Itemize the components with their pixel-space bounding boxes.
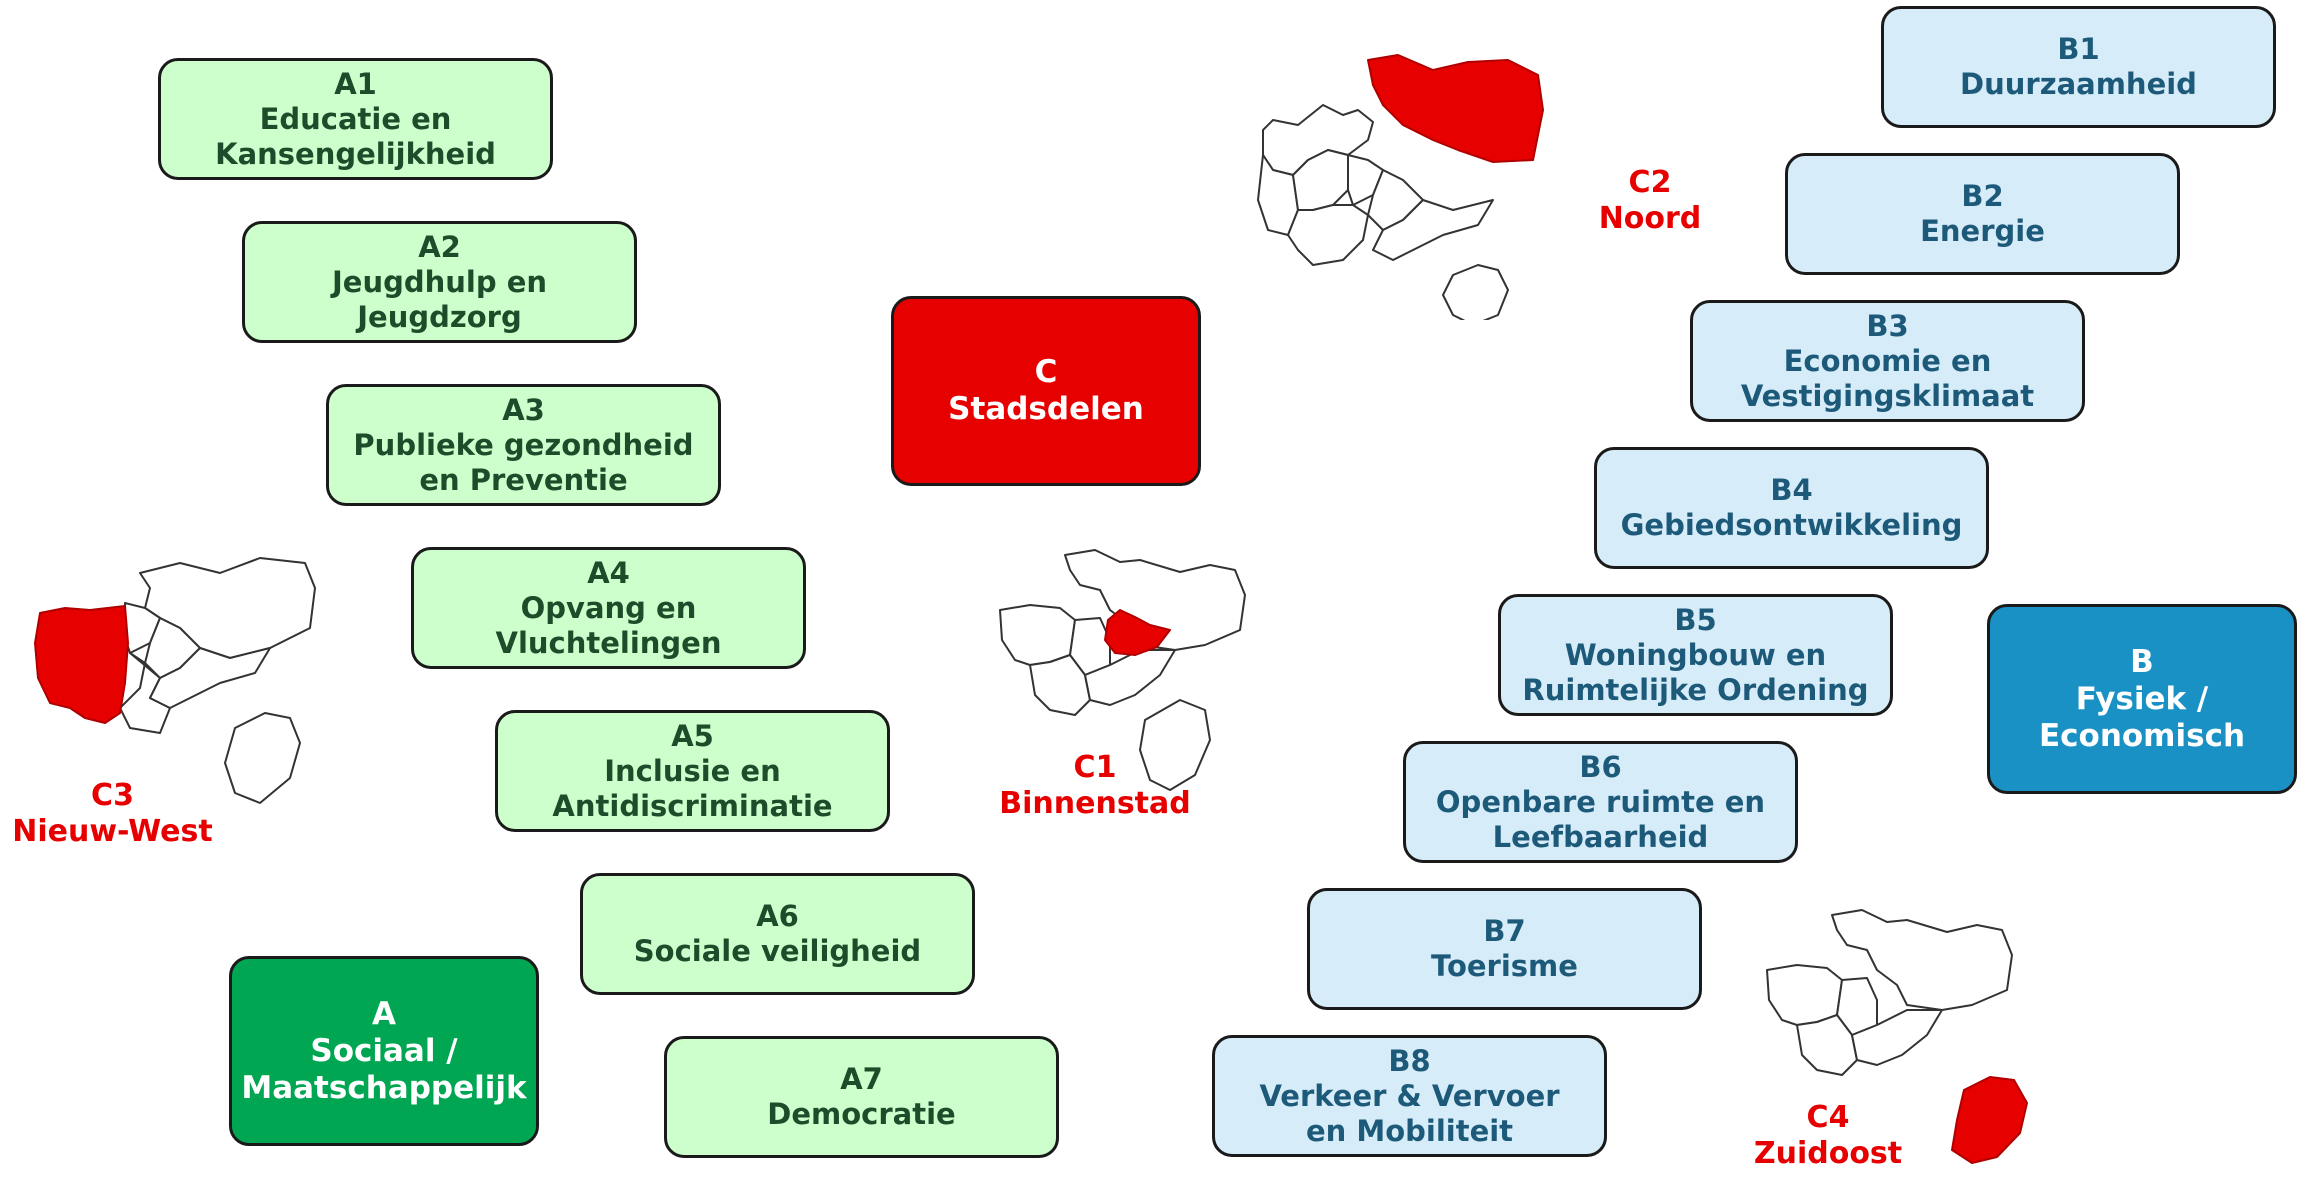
map-noord: [1257, 54, 1544, 320]
topic-b4[interactable]: B4 Gebiedsontwikkeling: [1594, 447, 1989, 569]
topic-code: A5: [671, 718, 714, 753]
category-label: Maatschappelijk: [241, 1069, 527, 1106]
topic-label: Leefbaarheid: [1492, 819, 1709, 854]
topic-label: Opvang en: [520, 590, 697, 625]
category-b[interactable]: B Fysiek / Economisch: [1987, 604, 2297, 794]
map-label-zuidoost: C4 Zuidoost: [1728, 1100, 1928, 1172]
district-binnenstad-highlight: [1104, 609, 1171, 656]
topic-label: Gebiedsontwikkeling: [1620, 508, 1963, 542]
topic-b3[interactable]: B3 Economie en Vestigingsklimaat: [1690, 300, 2085, 422]
topic-a4[interactable]: A4 Opvang en Vluchtelingen: [411, 547, 806, 669]
district-nieuw-west-highlight: [34, 605, 129, 724]
topic-label: Ruimtelijke Ordening: [1522, 672, 1869, 707]
topic-label: Publieke gezondheid: [353, 427, 694, 462]
category-code: A: [372, 995, 396, 1032]
map-label-nieuw-west: C3 Nieuw-West: [5, 778, 220, 850]
topic-label: Vestigingsklimaat: [1740, 378, 2035, 413]
topic-label: Sociale veiligheid: [633, 934, 922, 968]
topic-label: en Mobiliteit: [1305, 1113, 1514, 1148]
map-nieuw-west: [34, 557, 316, 804]
category-label: Sociaal /: [310, 1032, 458, 1069]
topic-label: Educatie en: [259, 101, 452, 136]
topic-label: en Preventie: [419, 462, 628, 497]
topic-code: B4: [1770, 473, 1813, 507]
topic-b5[interactable]: B5 Woningbouw en Ruimtelijke Ordening: [1498, 594, 1893, 716]
topic-a6[interactable]: A6 Sociale veiligheid: [580, 873, 975, 995]
category-code: C: [1034, 354, 1058, 390]
map-zuidoost: [1766, 909, 2028, 1164]
map-name: Nieuw-West: [12, 814, 213, 849]
topic-label: Kansengelijkheid: [215, 136, 496, 171]
topic-code: B1: [2057, 32, 2100, 66]
topic-label: Democratie: [767, 1097, 956, 1131]
topic-a2[interactable]: A2 Jeugdhulp en Jeugdzorg: [242, 221, 637, 343]
topic-label: Woningbouw en: [1564, 637, 1827, 672]
topic-label: Verkeer & Vervoer: [1259, 1078, 1560, 1113]
topic-label: Energie: [1920, 214, 2045, 248]
category-a[interactable]: A Sociaal / Maatschappelijk: [229, 956, 539, 1146]
map-binnenstad: [999, 549, 1246, 791]
map-code: C4: [1806, 1100, 1850, 1135]
category-label: Stadsdelen: [948, 391, 1144, 427]
topic-label: Duurzaamheid: [1960, 67, 2197, 101]
map-name: Noord: [1598, 201, 1702, 236]
topic-label: Openbare ruimte en: [1435, 784, 1766, 819]
map-label-binnenstad: C1 Binnenstad: [985, 750, 1205, 822]
topic-b1[interactable]: B1 Duurzaamheid: [1881, 6, 2276, 128]
category-c[interactable]: C Stadsdelen: [891, 296, 1201, 486]
topic-code: A2: [418, 229, 461, 264]
topic-code: B7: [1483, 914, 1526, 948]
topic-a5[interactable]: A5 Inclusie en Antidiscriminatie: [495, 710, 890, 832]
topic-label: Jeugdzorg: [357, 299, 522, 334]
topic-b8[interactable]: B8 Verkeer & Vervoer en Mobiliteit: [1212, 1035, 1607, 1157]
topic-a3[interactable]: A3 Publieke gezondheid en Preventie: [326, 384, 721, 506]
topic-b2[interactable]: B2 Energie: [1785, 153, 2180, 275]
topic-code: B6: [1579, 749, 1622, 784]
district-noord-highlight: [1367, 54, 1544, 163]
map-name: Binnenstad: [999, 786, 1191, 821]
category-code: B: [2130, 643, 2154, 680]
map-code: C1: [1073, 750, 1117, 785]
map-name: Zuidoost: [1753, 1136, 1903, 1171]
district-zuidoost-highlight: [1951, 1076, 2028, 1164]
category-label: Fysiek /: [2075, 680, 2209, 717]
topic-b6[interactable]: B6 Openbare ruimte en Leefbaarheid: [1403, 741, 1798, 863]
topic-code: A1: [334, 66, 377, 101]
category-label: Economisch: [2038, 717, 2246, 754]
topic-label: Economie en: [1783, 343, 1992, 378]
topic-code: B3: [1866, 308, 1909, 343]
topic-code: A6: [756, 899, 799, 933]
topic-a7[interactable]: A7 Democratie: [664, 1036, 1059, 1158]
topic-label: Antidiscriminatie: [552, 788, 833, 823]
topic-code: A4: [587, 555, 630, 590]
map-code: C2: [1628, 165, 1672, 200]
topic-b7[interactable]: B7 Toerisme: [1307, 888, 1702, 1010]
topic-a1[interactable]: A1 Educatie en Kansengelijkheid: [158, 58, 553, 180]
topic-label: Inclusie en: [604, 753, 781, 788]
map-code: C3: [91, 778, 134, 813]
topic-label: Jeugdhulp en: [331, 264, 548, 299]
topic-label: Toerisme: [1431, 949, 1578, 983]
topic-code: B8: [1388, 1043, 1431, 1078]
topic-code: B2: [1961, 179, 2004, 213]
topic-code: B5: [1674, 602, 1717, 637]
topic-code: A7: [840, 1062, 883, 1096]
topic-code: A3: [502, 392, 545, 427]
map-label-noord: C2 Noord: [1590, 165, 1710, 237]
topic-label: Vluchtelingen: [495, 625, 722, 660]
